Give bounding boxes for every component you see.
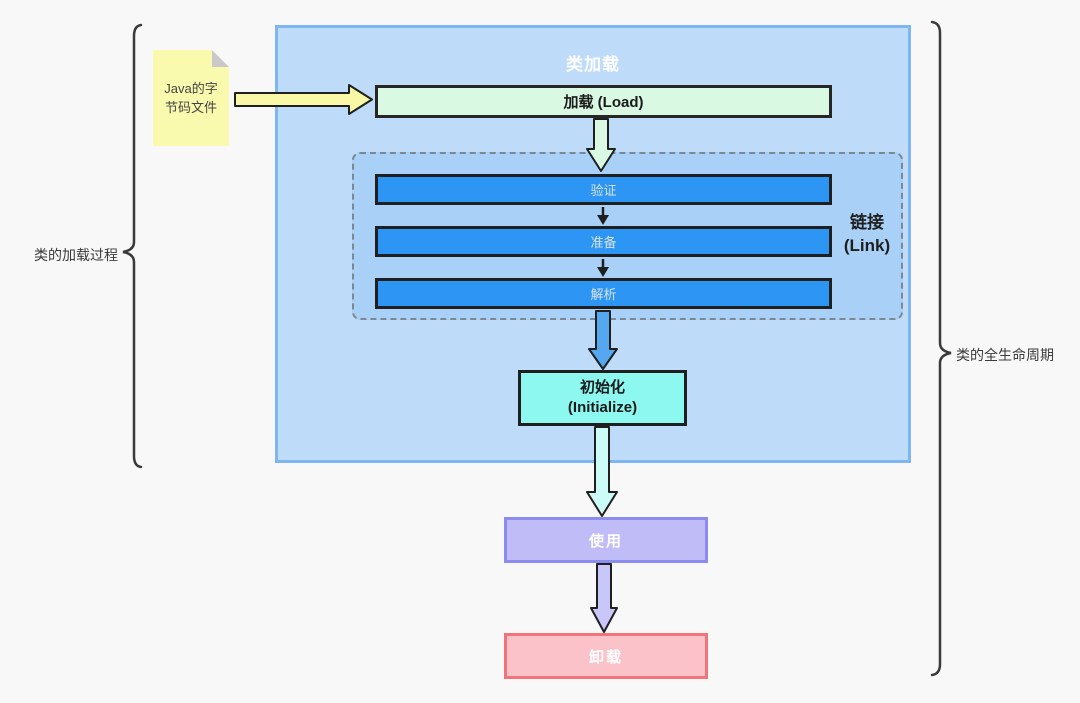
note-folded-corner bbox=[212, 50, 229, 67]
initialize-step-box: 初始化 (Initialize) bbox=[518, 370, 687, 426]
prepare-step-label: 准备 bbox=[590, 235, 617, 250]
prepare-step-box: 准备 bbox=[375, 226, 832, 257]
load-step-box: 加载 (Load) bbox=[375, 85, 832, 118]
left-brace bbox=[122, 23, 143, 469]
link-label-en: (Link) bbox=[843, 235, 891, 255]
initialize-label-cn: 初始化 bbox=[579, 378, 625, 396]
use-step-box: 使用 bbox=[504, 517, 708, 563]
unload-step-label: 卸载 bbox=[588, 648, 623, 666]
resolve-step-label: 解析 bbox=[590, 287, 617, 302]
right-brace bbox=[930, 20, 952, 677]
use-to-unload-arrow bbox=[590, 563, 618, 633]
resolve-step-box: 解析 bbox=[375, 278, 832, 309]
unload-step-box: 卸载 bbox=[504, 633, 708, 679]
link-group-label: 链接 (Link) bbox=[830, 212, 904, 258]
loading-process-label: 类的加载过程 bbox=[34, 247, 118, 263]
initialize-label-en: (Initialize) bbox=[567, 399, 638, 416]
verify-step-label: 验证 bbox=[590, 183, 617, 198]
link-label-cn: 链接 bbox=[850, 213, 884, 232]
load-step-label: 加载 (Load) bbox=[563, 94, 644, 111]
verify-step-box: 验证 bbox=[375, 174, 832, 205]
full-lifecycle-label: 类的全生命周期 bbox=[956, 347, 1054, 363]
class-loading-title: 类加载 bbox=[566, 55, 620, 74]
note-text-line2: 节码文件 bbox=[164, 100, 217, 115]
use-step-label: 使用 bbox=[588, 532, 623, 550]
note-text-line1: Java的字 bbox=[164, 80, 218, 96]
